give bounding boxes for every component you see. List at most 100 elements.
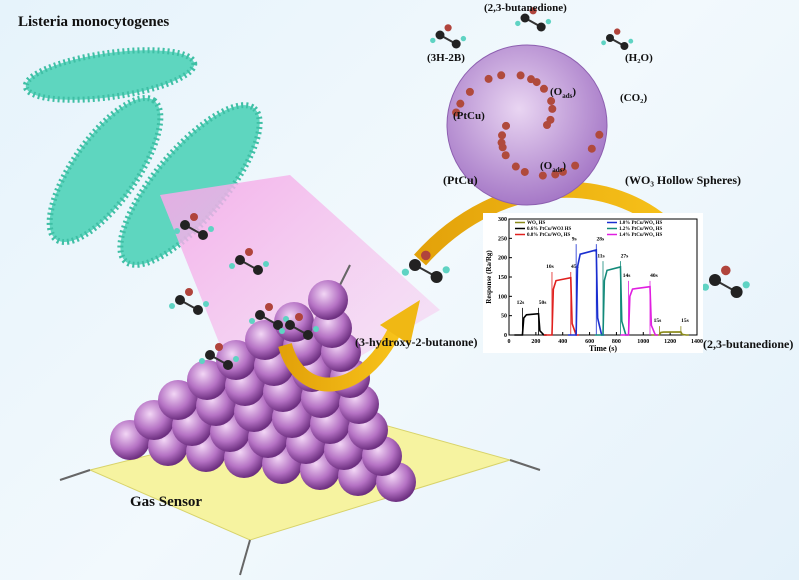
product-label: (2,3-butanedione) [703, 337, 794, 351]
recovery-time-label: 40s [650, 273, 658, 279]
series-line [568, 248, 605, 336]
carbon-atom [253, 265, 263, 275]
x-tick-label: 1200 [664, 339, 676, 345]
oxygen-atom [444, 24, 452, 32]
ptcu-particle [558, 167, 567, 176]
carbon-atom [273, 320, 283, 330]
y-tick-label: 250 [498, 236, 507, 242]
ptcu-particle [547, 97, 556, 106]
gas-sensor-label: Gas Sensor [130, 494, 203, 510]
ptcu-particle [571, 161, 580, 170]
hydrogen-atom [545, 18, 552, 25]
oxygen-atom [215, 343, 223, 351]
hydrogen-atom [283, 316, 289, 322]
carbon-atom [606, 34, 614, 42]
x-tick-label: 200 [531, 339, 540, 345]
bacteria-illustration [22, 47, 263, 268]
hydrogen-atom [515, 20, 521, 27]
carbon-atom [409, 259, 421, 271]
oxygen-atom [614, 28, 621, 35]
legend-entry: 0.8% PtCu/WO₃ HS [527, 233, 571, 238]
ptcu-particle [551, 170, 560, 179]
legend-entry: 1.0% PtCu/WO₃ HS [619, 221, 663, 226]
sensing-spheres [110, 280, 416, 502]
series-line [620, 285, 659, 336]
carbon-atom [303, 330, 313, 340]
oxygen-atom [529, 7, 537, 15]
y-tick-label: 100 [498, 294, 507, 300]
x-tick-label: 600 [585, 339, 594, 345]
y-tick-label: 50 [501, 314, 507, 320]
hydrogen-atom [203, 301, 209, 307]
recovery-time-label: 15s [681, 318, 689, 324]
reaction-arrow [278, 326, 402, 392]
legend-entry: 1.2% PtCu/WO₃ HS [619, 227, 663, 232]
hydrogen-atom [208, 226, 214, 232]
ptcu-particle [595, 130, 604, 139]
carbon-atom [285, 320, 295, 330]
wo3-label: (WO₃ Hollow Spheres) [625, 173, 742, 187]
h2o-label: (H₂O) [625, 52, 653, 64]
response-time-label: 11s [597, 253, 604, 259]
carbon-atom [235, 255, 245, 265]
carbon-atom [520, 13, 530, 23]
response-time-label: 14s [623, 273, 631, 279]
hydrogen-atom [460, 35, 467, 42]
3h2b-label: (3H-2B) [427, 52, 465, 64]
y-tick-label: 300 [498, 217, 507, 223]
x-tick-label: 800 [612, 339, 621, 345]
sphere [245, 320, 285, 360]
hydrogen-atom [628, 38, 634, 44]
series-line [514, 312, 547, 336]
hydrogen-atom [263, 261, 269, 267]
carbon-atom [198, 230, 208, 240]
ptcu-particle [520, 167, 529, 176]
carbon-atom [180, 220, 190, 230]
product-molecules [401, 7, 750, 298]
response-time-label: 15s [654, 318, 662, 324]
recovery-time-label: 27s [621, 253, 629, 259]
carbon-atom [205, 350, 215, 360]
carbon-atom [255, 310, 265, 320]
ptcu-particle [498, 131, 507, 140]
x-tick-label: 1400 [691, 339, 703, 345]
hydrogen-atom [742, 281, 750, 289]
oxygen-atom [190, 213, 198, 221]
carbon-atom [435, 30, 445, 40]
hydrogen-atom [229, 263, 235, 269]
legend-entry: 1.4% PtCu/WO₃ HS [619, 233, 663, 238]
ptcu-particle [548, 104, 557, 113]
ptcu-particle [497, 71, 506, 80]
hydrogen-atom [430, 37, 436, 44]
oads-label-bottom: (Oads) [540, 160, 567, 175]
response-time-label: 12s [517, 300, 525, 306]
ptcu-particle [511, 162, 520, 171]
legend-entry: 0.6% PtCu/WO3 HS [527, 227, 572, 232]
x-tick-label: 0 [508, 339, 511, 345]
response-time-label: 9s [572, 236, 577, 242]
ptcu-particle [539, 84, 548, 93]
hydrogen-atom [401, 268, 409, 276]
ptcu-particle [465, 87, 474, 96]
carbon-atom [175, 295, 185, 305]
wo3-hollow-sphere [446, 44, 608, 206]
carbon-atom [620, 42, 629, 50]
oxygen-atom [721, 265, 731, 276]
ptcu-label-top: (PtCu) [453, 110, 485, 122]
sphere [187, 360, 227, 400]
top-product-label: (2,3-butanedione) [484, 2, 567, 14]
carbon-atom [430, 271, 443, 283]
ptcu-particle [502, 121, 511, 130]
y-tick-label: 200 [498, 256, 507, 262]
response-time-label: 10s [546, 264, 554, 270]
oxygen-atom [295, 313, 303, 321]
carbon-atom [730, 286, 743, 298]
hydrogen-atom [701, 283, 710, 291]
y-tick-label: 150 [498, 275, 507, 281]
ptcu-nanoparticles [452, 71, 604, 180]
x-tick-label: 1000 [637, 339, 649, 345]
hydrogen-atom [169, 303, 175, 309]
co2-label: (CO₂) [620, 92, 648, 104]
